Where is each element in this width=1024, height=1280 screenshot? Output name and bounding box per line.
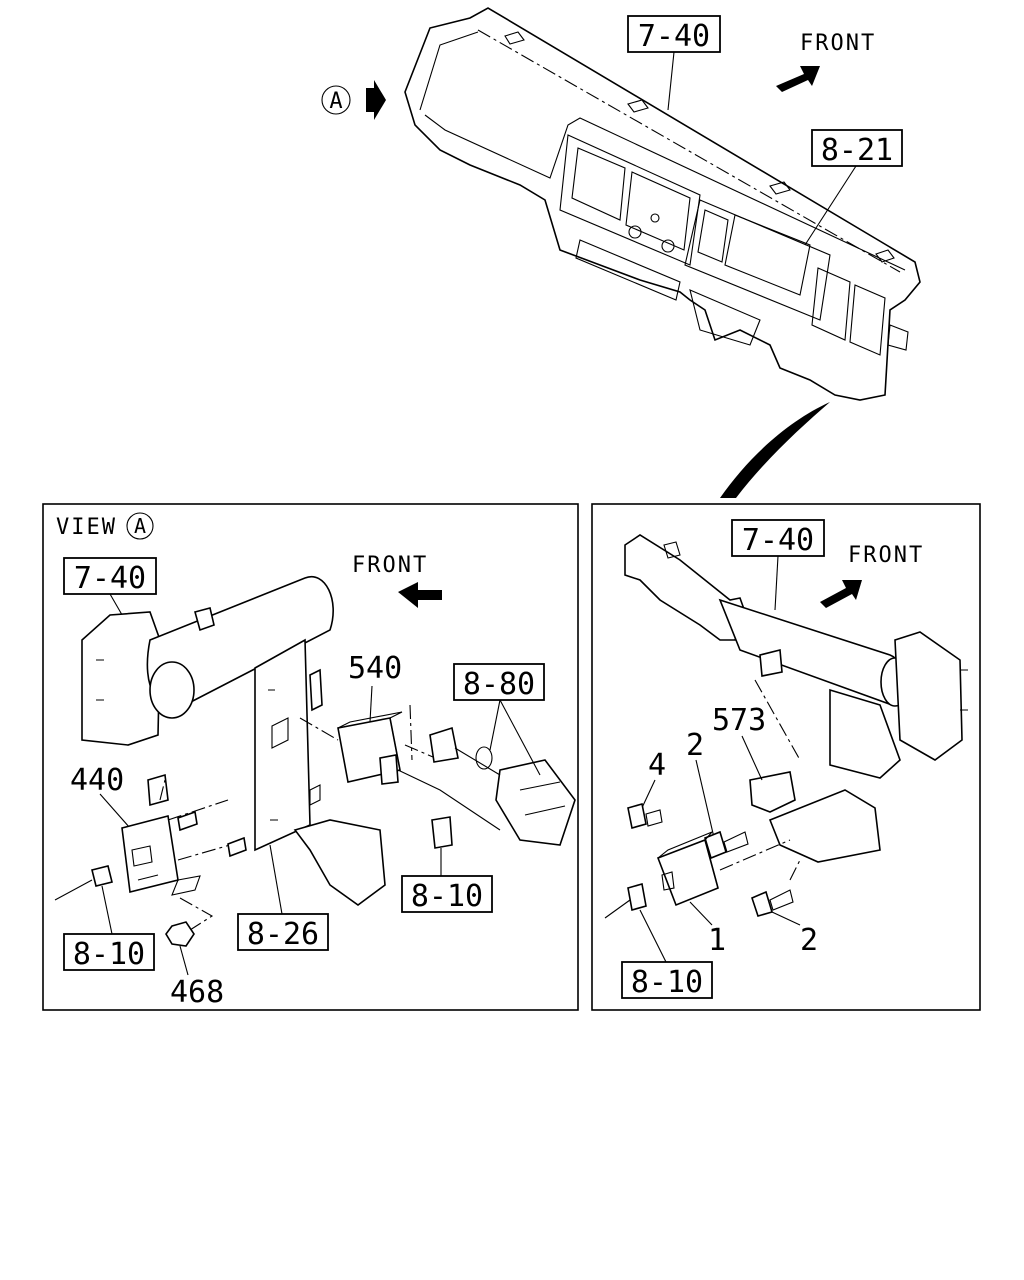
leader-line <box>639 909 667 963</box>
leader-line <box>667 51 675 111</box>
leader-line <box>774 555 779 611</box>
leader-line <box>804 165 857 246</box>
view-title: VIEW <box>56 515 117 540</box>
front-arrow-icon <box>776 66 820 92</box>
leader-line <box>269 844 283 915</box>
part-label-4: 4 <box>648 748 666 783</box>
front-label-right: FRONT <box>848 543 924 568</box>
view-marker-letter: A <box>329 89 342 114</box>
part-label-468: 468 <box>170 975 224 1010</box>
view-a-panel: VIEW A FRONT 7-40 540 <box>42 503 579 1011</box>
view-arrow-icon <box>366 80 386 120</box>
detail-pointer-arrow <box>720 402 830 498</box>
ref-box-7-40-left[interactable]: 7-40 <box>63 557 157 596</box>
module-440 <box>121 815 179 893</box>
view-title-marker: A <box>134 514 146 538</box>
ref-box-8-21[interactable]: 8-21 <box>811 129 903 168</box>
leader-line <box>99 793 131 829</box>
svg-text:8-21: 8-21 <box>821 133 893 168</box>
bolt-2-lower <box>751 890 773 917</box>
ref-box-7-40-top[interactable]: 7-40 <box>627 15 721 54</box>
ref-box-8-10-detail[interactable]: 8-10 <box>621 961 713 1000</box>
detail-panel: FRONT 7-40 573 4 2 <box>591 503 981 1011</box>
part-label-2-lower: 2 <box>800 923 818 958</box>
leader-line <box>101 885 113 935</box>
part-label-1: 1 <box>708 923 726 958</box>
nut-468 <box>165 921 195 947</box>
ref-box-8-80[interactable]: 8-80 <box>453 663 545 702</box>
view-title-marker-circle <box>126 512 154 540</box>
ref-box-8-26[interactable]: 8-26 <box>237 913 329 952</box>
leader-line <box>695 759 716 843</box>
part-label-540: 540 <box>348 651 402 686</box>
front-label-left: FRONT <box>352 553 428 578</box>
bolt-4 <box>627 802 647 830</box>
front-arrow-icon <box>398 582 442 608</box>
view-a-marker: A <box>321 80 386 120</box>
leader-line <box>771 911 801 926</box>
part-label-440: 440 <box>70 763 124 798</box>
part-label-2-upper: 2 <box>686 728 704 763</box>
view-marker-circle <box>321 85 351 115</box>
ref-box-8-10-left[interactable]: 8-10 <box>63 933 155 972</box>
leader-line <box>499 699 541 776</box>
ref-box-7-40-right[interactable]: 7-40 <box>731 519 825 558</box>
svg-text:7-40: 7-40 <box>742 523 814 558</box>
svg-text:8-80: 8-80 <box>463 667 535 702</box>
svg-text:8-10: 8-10 <box>73 937 145 972</box>
dashboard-overview <box>404 7 921 401</box>
leader-line <box>369 685 373 723</box>
bolt-2-upper <box>704 830 727 860</box>
svg-text:8-10: 8-10 <box>411 879 483 914</box>
svg-text:7-40: 7-40 <box>74 561 146 596</box>
part-label-573: 573 <box>712 703 766 738</box>
leader-line <box>489 699 501 751</box>
svg-text:7-40: 7-40 <box>638 19 710 54</box>
leader-line <box>689 901 713 926</box>
ref-box-8-10-right[interactable]: 8-10 <box>401 875 493 914</box>
svg-text:8-26: 8-26 <box>247 917 319 952</box>
panel-frame <box>591 503 981 1011</box>
front-arrow-icon <box>820 580 862 608</box>
leader-line <box>179 945 189 976</box>
front-label-top: FRONT <box>800 31 876 56</box>
leader-line <box>741 735 763 781</box>
svg-text:8-10: 8-10 <box>631 965 703 1000</box>
panel-frame <box>42 503 579 1011</box>
